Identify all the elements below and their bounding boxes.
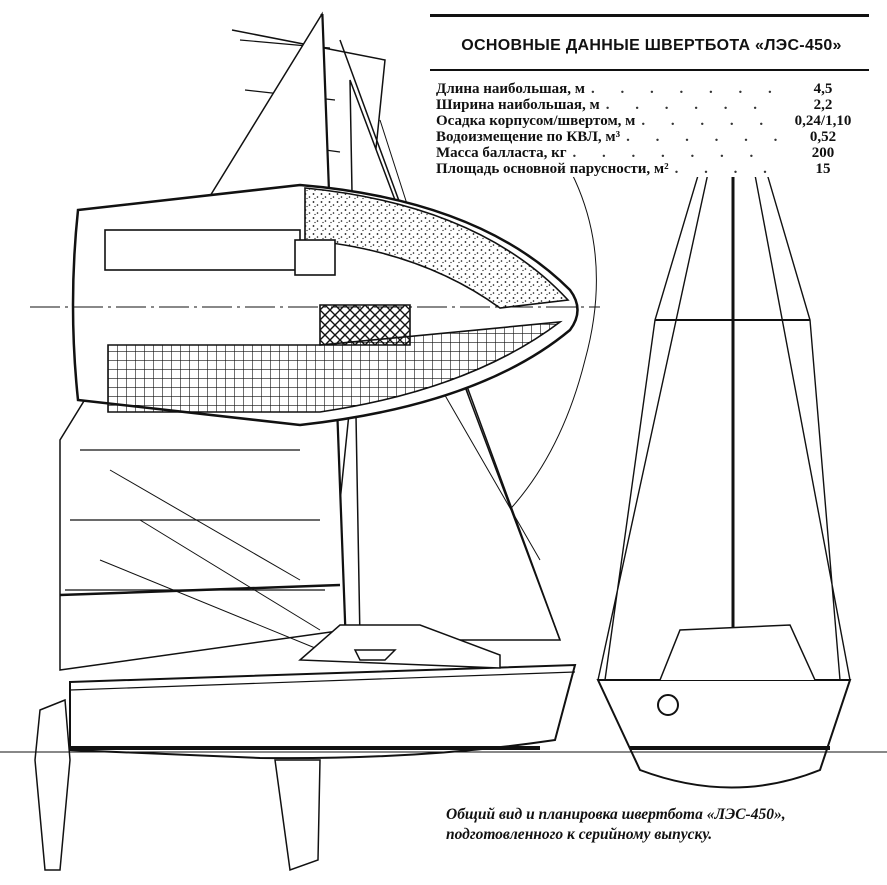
spec-value: 2,2 bbox=[813, 96, 833, 113]
spec-label: Длина наибольшая, м bbox=[436, 80, 586, 97]
spec-leader-dots: . . . . . . . . . . . . bbox=[674, 160, 777, 177]
spec-value: 0,52 bbox=[809, 128, 837, 145]
floorboards bbox=[107, 320, 563, 413]
foam-buoyancy bbox=[304, 187, 570, 309]
spec-leader-dots: . . . . . . . . . . . . bbox=[572, 144, 777, 161]
plan-view bbox=[30, 183, 600, 427]
caption-line-2: подготовленного к серийному выпуску. bbox=[446, 826, 713, 843]
front-cabin bbox=[659, 624, 816, 681]
spec-label: Осадка корпусом/швертом, м bbox=[436, 112, 636, 129]
boom bbox=[59, 583, 341, 597]
spec-row: Длина наибольшая, м . . . . . . . . . . .… bbox=[424, 81, 869, 97]
spec-row: Осадка корпусом/швертом, м . . . . . . . … bbox=[424, 113, 869, 129]
front-view bbox=[596, 55, 852, 789]
spec-value: 0,24/1,10 bbox=[794, 112, 852, 129]
spec-value: 200 bbox=[811, 144, 835, 161]
spec-table: ОСНОВНЫЕ ДАННЫЕ ШВЕРТБОТА «ЛЭС-450» Длин… bbox=[424, 14, 869, 177]
caption: Общий вид и планировка швертбота «ЛЭС-45… bbox=[446, 805, 884, 845]
cockpit-locker bbox=[104, 229, 301, 271]
spec-leader-dots: . . . . . . . . . . . . bbox=[591, 80, 777, 97]
shrouds bbox=[597, 57, 851, 681]
spec-leader-dots: . . . . . . . . . . . . bbox=[641, 112, 777, 129]
rudder bbox=[34, 698, 71, 871]
centreboard bbox=[274, 759, 321, 872]
spec-label: Ширина наибольшая, м bbox=[436, 96, 600, 113]
spec-row: Площадь основной парусности, м² . . . . .… bbox=[424, 161, 869, 177]
caption-line-1: Общий вид и планировка швертбота «ЛЭС-45… bbox=[446, 806, 786, 823]
crosshatch-panel bbox=[319, 304, 411, 346]
front-hull bbox=[596, 679, 852, 789]
spec-value: 15 bbox=[815, 160, 831, 177]
spec-row: Ширина наибольшая, м . . . . . . . . . . … bbox=[424, 97, 869, 113]
spec-leader-dots: . . . . . . . . . . . . bbox=[626, 128, 777, 145]
spec-leader-dots: . . . . . . . . . . . . bbox=[605, 96, 777, 113]
spec-top-rule bbox=[430, 14, 869, 17]
spec-title: ОСНОВНЫЕ ДАННЫЕ ШВЕРТБОТА «ЛЭС-450» bbox=[461, 37, 842, 54]
spec-value: 4,5 bbox=[813, 80, 833, 97]
spec-rows: Длина наибольшая, м . . . . . . . . . . .… bbox=[424, 81, 869, 177]
spec-label: Масса балласта, кг bbox=[436, 144, 567, 161]
spec-row: Масса балласта, кг . . . . . . . . . . . … bbox=[424, 145, 869, 161]
spec-label: Водоизмещение по КВЛ, м³ bbox=[436, 128, 621, 145]
spec-title-rule bbox=[430, 69, 869, 71]
spec-label: Площадь основной парусности, м² bbox=[436, 160, 669, 177]
spec-row: Водоизмещение по КВЛ, м³ . . . . . . . . … bbox=[424, 129, 869, 145]
front-porthole bbox=[657, 694, 679, 716]
hull-side bbox=[69, 663, 577, 760]
cabin bbox=[298, 624, 501, 669]
